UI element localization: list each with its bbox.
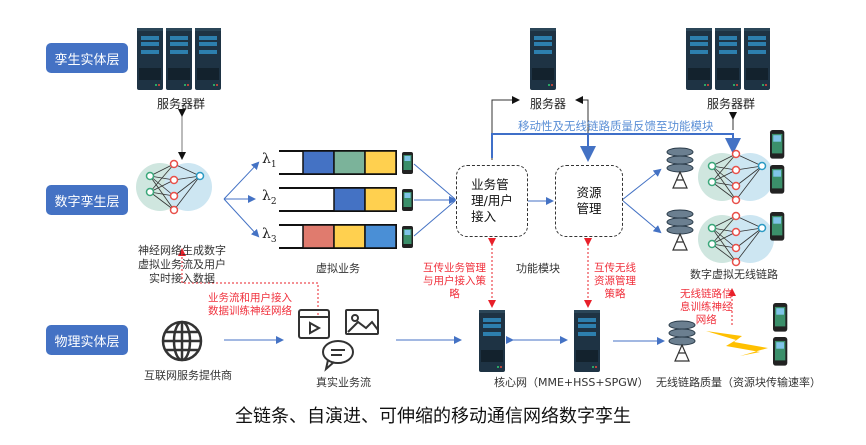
- resource-to-tower2-arrow: [621, 199, 662, 234]
- exchange-wireless-line2: 资源管理: [594, 275, 636, 287]
- phone-icon-r2: [770, 165, 785, 194]
- wireless-train-line2: 息训练神经: [680, 301, 733, 313]
- queue-3-block-1: [302, 224, 335, 249]
- phone-icon-q2: [402, 189, 413, 211]
- queue-2-block-2: [364, 187, 397, 212]
- queue-2-block-1: [333, 187, 366, 212]
- phone-icon-q3: [402, 226, 413, 248]
- core-server-1-icon: [479, 310, 505, 372]
- service-mgmt-line2: 理/用户: [471, 193, 513, 208]
- tower-icon-1: [666, 147, 694, 189]
- phone-icon-p1: [773, 303, 788, 332]
- queue-1-block-2: [333, 150, 366, 175]
- wireless-train-line3: 网络: [695, 314, 717, 326]
- globe-icon: [161, 320, 203, 362]
- server-cluster-right-label: 服务器群: [707, 97, 756, 111]
- digital-virtual-link-label: 数字虚拟无线链路: [690, 268, 778, 281]
- phone-icon-q1: [402, 152, 413, 174]
- function-module-label: 功能模块: [516, 262, 560, 275]
- server-mid-icon: [530, 28, 556, 90]
- video-icon: [298, 309, 330, 339]
- phone1-to-mgmt-arrow: [413, 163, 456, 200]
- tower-icon-2: [666, 209, 694, 251]
- exchange-service-line1: 互传业务管理: [423, 262, 486, 274]
- resource-mgmt-line2: 管理: [576, 201, 602, 216]
- resource-mgmt-line1: 资源: [576, 185, 602, 200]
- service-mgmt-line3: 接入: [471, 209, 497, 224]
- image-icon: [345, 309, 379, 335]
- resource-management-box[interactable]: 资源 管理: [555, 165, 623, 237]
- neural-network-left-icon: [135, 159, 213, 215]
- server-mid-label: 服务器: [530, 97, 567, 111]
- wireless-train-line1: 无线链路信: [680, 288, 733, 300]
- service-train-line1: 业务流和用户接入: [208, 292, 292, 304]
- service-mgmt-line1: 业务管: [471, 177, 509, 192]
- layer-digital-twin: 数字孪生层: [46, 185, 128, 215]
- phone3-to-mgmt-arrow: [413, 200, 456, 237]
- diagram-title: 全链条、自演进、可伸缩的移动通信网络数字孪生: [235, 406, 631, 427]
- isp-label: 互联网服务提供商: [144, 369, 232, 382]
- server-cluster-right-icon: [686, 28, 770, 90]
- layer-twin-entity: 孪生实体层: [46, 43, 128, 73]
- server-to-mgmt-link: [491, 96, 520, 160]
- exchange-wireless-line3: 策略: [604, 288, 626, 300]
- exchange-service-line3: 略: [449, 288, 460, 300]
- nn-generate-line3: 实时接入数据: [149, 272, 215, 285]
- virtual-service-label: 虚拟业务: [316, 262, 360, 275]
- real-service-label: 真实业务流: [316, 376, 371, 389]
- nn-generate-line1: 神经网络生成数字: [138, 244, 226, 257]
- feedback-label: 移动性及无线链路质量反馈至功能模块: [518, 119, 714, 133]
- wireless-quality-label: 无线链路质量（资源块传输速率）: [656, 376, 821, 389]
- service-management-box[interactable]: 业务管 理/用户 接入: [456, 165, 528, 237]
- nn-to-queue3-arrow: [223, 198, 260, 238]
- phone-icon-r3: [770, 212, 785, 241]
- queue-3-block-2: [333, 224, 366, 249]
- exchange-wireless-line1: 互传无线: [594, 262, 636, 274]
- lambda-3: λ3: [262, 226, 277, 245]
- service-train-dashed: [178, 248, 319, 315]
- nn-to-queue1-arrow: [223, 161, 260, 200]
- queue-3-block-3: [364, 224, 397, 249]
- wireless-train-label: 无线链路信 息训练神经 网络: [680, 288, 733, 327]
- exchange-service-line2: 与用户接入策: [423, 275, 486, 287]
- exchange-service-label: 互传业务管理 与用户接入策 略: [423, 262, 486, 301]
- resource-to-tower1-arrow: [621, 168, 662, 201]
- server-cluster-left-label: 服务器群: [157, 97, 206, 111]
- service-train-line2: 数据训练神经网络: [208, 305, 292, 317]
- core-server-2-icon: [574, 310, 600, 372]
- lambda-2: λ2: [262, 188, 277, 207]
- nn-generate-label: 神经网络生成数字 虚拟业务流及用户 实时接入数据: [130, 244, 234, 286]
- feedback-line: [491, 133, 741, 158]
- layer-physical-entity: 物理实体层: [46, 325, 128, 355]
- tower-icon-physical: [668, 320, 696, 362]
- queue-1-block-1: [302, 150, 335, 175]
- lambda-1: λ1: [262, 151, 277, 170]
- phone-icon-p2: [773, 337, 788, 366]
- neural-network-right-2-icon: [697, 211, 775, 267]
- server-cluster-left-icon: [137, 28, 221, 90]
- virtual-service-queues: [279, 150, 397, 249]
- lightning-icon: [706, 331, 768, 356]
- nn-generate-line2: 虚拟业务流及用户: [138, 258, 226, 271]
- neural-network-right-1-icon: [697, 149, 775, 205]
- queue-1-block-3: [364, 150, 397, 175]
- chat-icon: [322, 340, 354, 372]
- exchange-wireless-label: 互传无线 资源管理 策略: [594, 262, 636, 301]
- phone-icon-r1: [770, 130, 785, 159]
- core-network-label: 核心网（MME+HSS+SPGW）: [494, 376, 649, 389]
- service-train-label: 业务流和用户接入 数据训练神经网络: [208, 292, 292, 318]
